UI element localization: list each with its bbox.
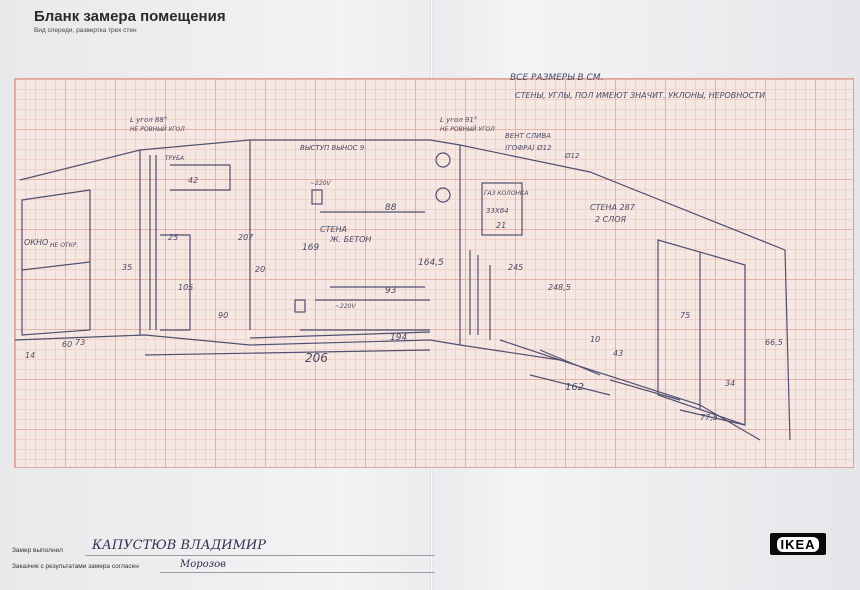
ikea-logo: IKEA [770, 533, 826, 555]
dim-73: 73 [75, 338, 85, 347]
note-corner-left-2: НЕ РОВНЫЙ УГОЛ [130, 126, 185, 133]
dim-66: 66,5 [765, 338, 783, 347]
note-window: ОКНО [24, 238, 48, 247]
customer-signature: Морозов [180, 559, 226, 570]
dim-35: 35 [122, 263, 132, 272]
note-vent-drain-2: (ГОФРА) Ø12 [505, 144, 552, 152]
ceiling-line [19, 139, 791, 441]
socket-box [311, 189, 323, 205]
note-corner-right: L угол 91° [440, 116, 477, 124]
dim-206: 206 [305, 351, 328, 365]
dim-245: 245 [508, 263, 523, 272]
note-all-sizes: ВСЕ РАЗМЕРЫ В СМ. [510, 73, 603, 83]
graph-paper-area [14, 78, 854, 468]
dim-164: 164,5 [418, 258, 444, 268]
vent-circle-2 [435, 187, 451, 203]
note-wall-right: СТЕНА 287 [590, 203, 636, 212]
measured-by-signature: КАПУСТЮВ ВЛАДИМИР [92, 538, 267, 553]
dim-60: 60 [62, 340, 72, 349]
dim-207: 207 [238, 233, 254, 242]
vent-box [170, 164, 231, 191]
note-ceiling: ВЫСТУП ВЫНОС 9 [300, 144, 365, 152]
vent-circle-1 [435, 152, 451, 168]
measured-by-label: Замер выполнил [12, 547, 63, 554]
note-vent-drain: ВЕНТ СЛИВА [505, 132, 551, 140]
note-corner-left: L угол 88° [130, 116, 167, 124]
dim-90: 90 [218, 311, 228, 320]
dim-75: 75 [680, 311, 690, 320]
dim-105: 105 [178, 283, 193, 292]
note-walls-uneven: СТЕНЫ, УГЛЫ, ПОЛ ИМЕЮТ ЗНАЧИТ. УКЛОНЫ, Н… [515, 91, 765, 100]
dim-25: 25 [168, 233, 178, 242]
dim-93: 93 [385, 286, 397, 296]
dim-42: 42 [188, 176, 198, 185]
note-wall-right-2: 2 СЛОЯ [595, 215, 627, 224]
dim-diam-12: Ø12 [564, 152, 580, 160]
dim-169: 169 [302, 243, 319, 253]
floor-line [14, 334, 761, 441]
note-corner-right-2: НЕ РОВНЫЙ УГОЛ [440, 126, 495, 133]
note-gas-3: 21 [496, 221, 506, 230]
dim-43: 43 [613, 349, 623, 358]
left-cabinet [160, 234, 191, 331]
dim-162: 162 [565, 382, 584, 393]
note-socket-2: ~220V [335, 303, 356, 310]
note-gas-2: 33Х64 [486, 207, 509, 215]
pipe-left [149, 155, 157, 330]
dim-20: 20 [255, 265, 265, 274]
dim-248: 248,5 [548, 283, 571, 292]
note-window-2: НЕ ОТКР. [50, 242, 78, 249]
note-pipe: ТРУБА [165, 155, 184, 162]
note-gas: ГАЗ КОЛОНКА [484, 190, 528, 197]
customer-agree-label: Заказчик с результатами замера согласен [12, 563, 139, 570]
note-wall-center-2: Ж. БЕТОН [329, 235, 371, 244]
window-outline [21, 189, 91, 336]
dim-194: 194 [390, 333, 407, 343]
form-subtitle: Вид спереди, развертка трех стен [34, 27, 137, 34]
dim-77: 77,5 [700, 413, 718, 422]
dim-14: 14 [25, 351, 35, 360]
note-socket: ~220V [310, 180, 331, 187]
customer-agree-line [160, 572, 435, 573]
dim-88: 88 [385, 203, 397, 213]
form-title: Бланк замера помещения [34, 8, 226, 25]
dim-10: 10 [590, 335, 600, 344]
dim-34: 34 [725, 379, 735, 388]
note-wall-center: СТЕНА [320, 225, 347, 234]
gas-boiler-box [481, 182, 523, 236]
measured-by-line [85, 555, 435, 556]
